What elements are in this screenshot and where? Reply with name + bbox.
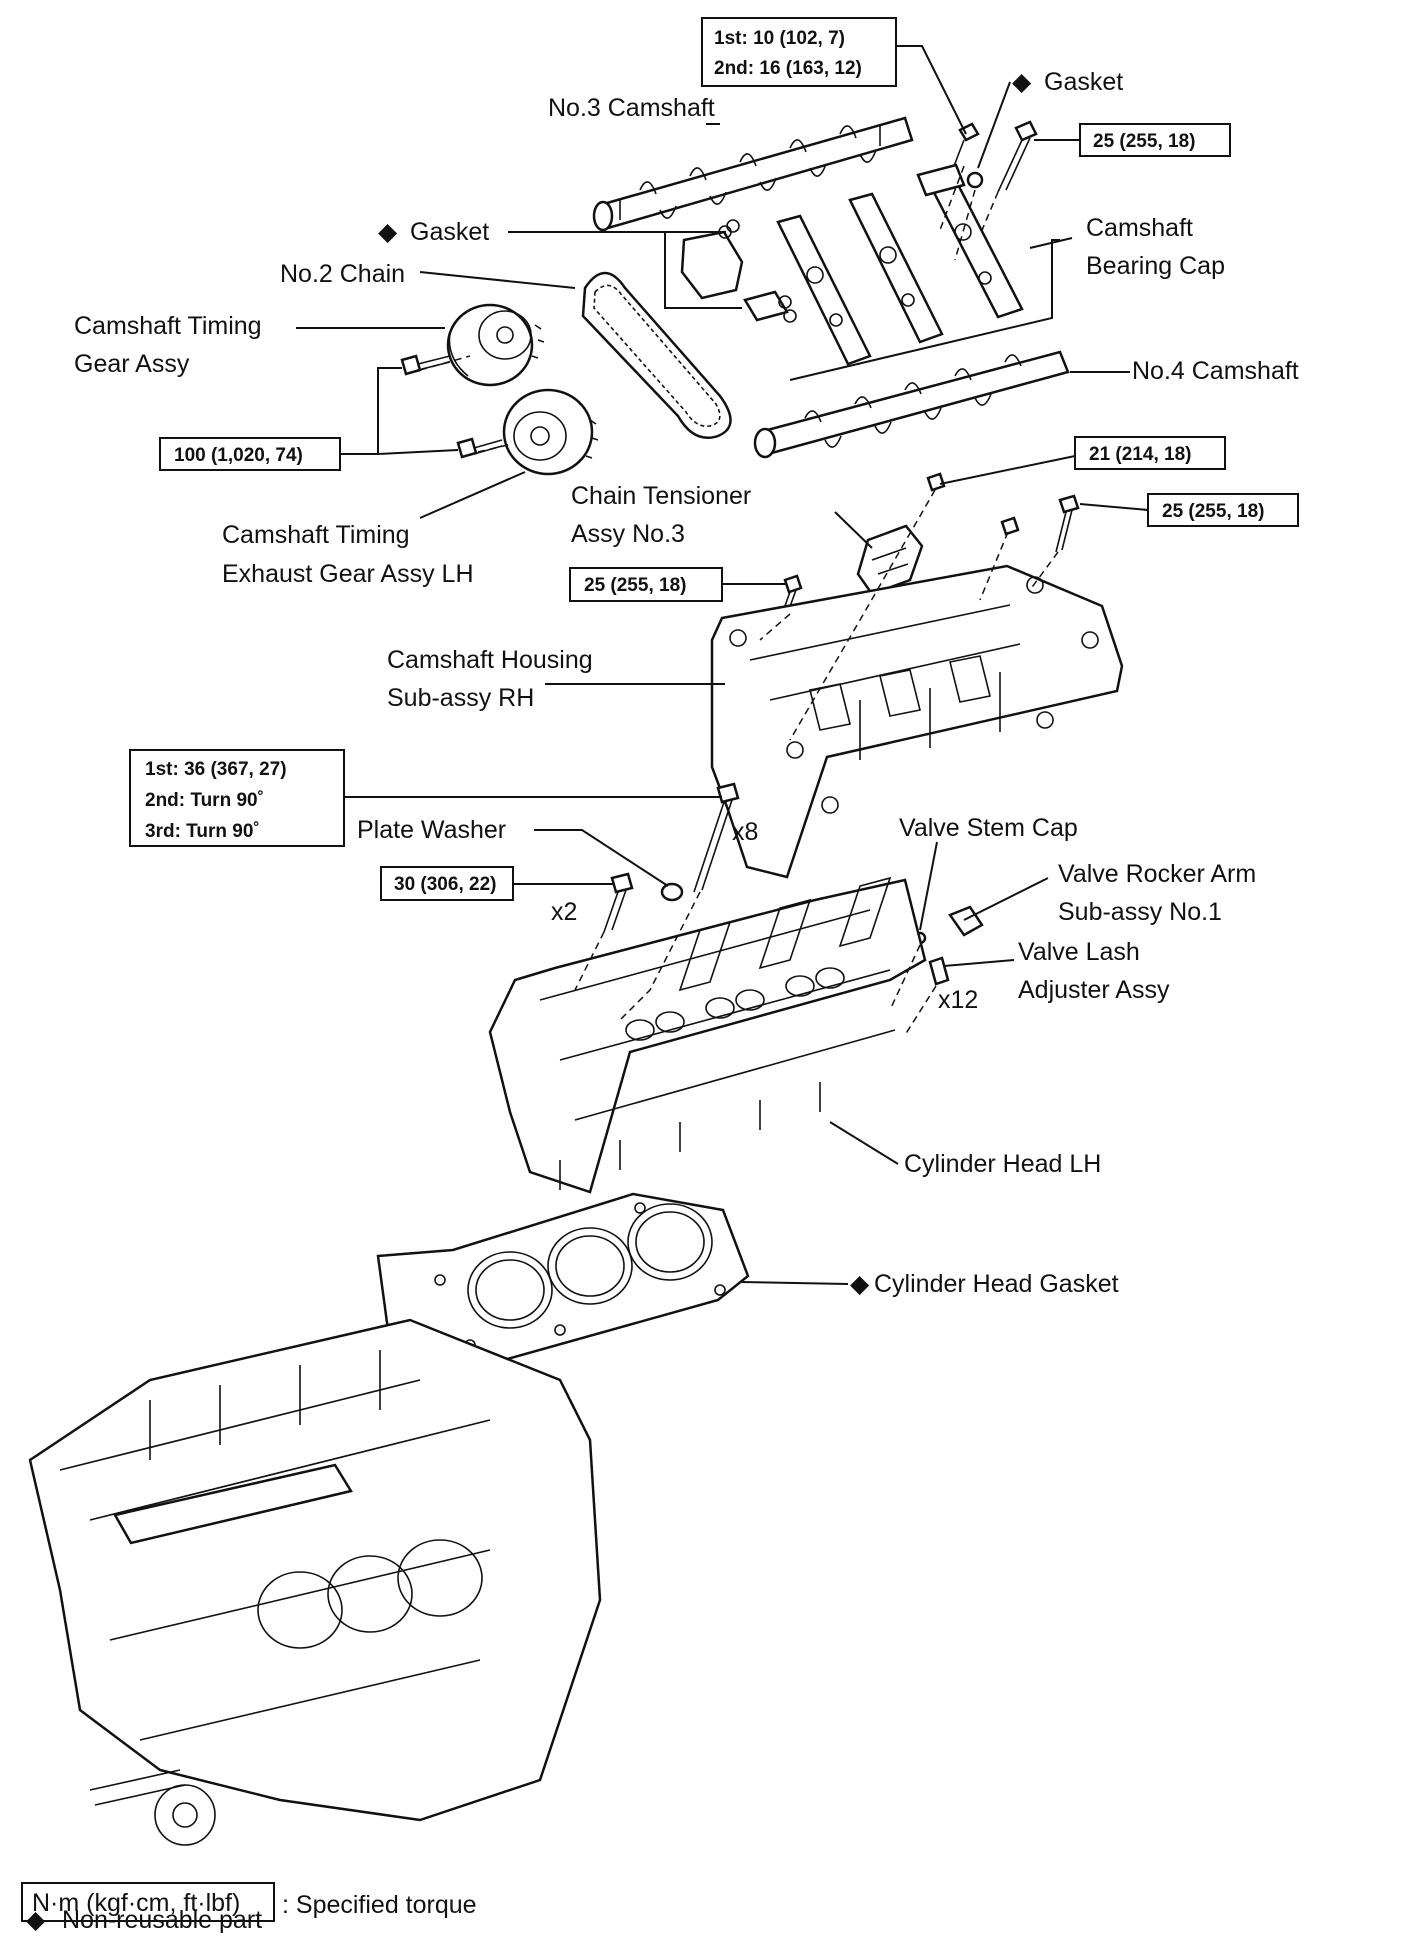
legend-torque-unit: N·m (kgf·cm, ft·lbf) [32, 1889, 240, 1917]
label-chain-tensioner-line1: Chain Tensioner [571, 482, 751, 510]
engine-block-part [28, 1318, 602, 1846]
head-bolts-part [603, 782, 740, 933]
label-valve-lash-line1: Valve Lash [1018, 938, 1140, 966]
leader-lines [296, 45, 1149, 1285]
part-labels: No.3 Camshaft ◆ Gasket ◆ Gasket No.2 Cha… [74, 68, 1299, 1298]
label-x8: x8 [732, 818, 758, 846]
cylinder-head-part [488, 876, 927, 1194]
torque-box-small-bolt [380, 866, 514, 901]
label-camshaft-housing-line2: Sub-assy RH [387, 684, 534, 712]
torque-housing-left: 25 (255, 18) [584, 575, 686, 596]
torque-box-housing-right [1147, 493, 1299, 527]
label-plate-washer: Plate Washer [357, 816, 506, 844]
label-exhaust-gear-line2: Exhaust Gear Assy LH [222, 560, 474, 588]
non-reusable-marker-gasket-top: ◆ [1012, 68, 1032, 96]
torque-housing-right: 25 (255, 18) [1162, 501, 1264, 522]
torque-head-bolt-2nd: 2nd: Turn 90˚ [145, 790, 264, 811]
torque-top-right: 25 (255, 18) [1093, 131, 1195, 152]
label-camshaft-housing-line1: Camshaft Housing [387, 646, 593, 674]
label-valve-rocker-arm-line2: Sub-assy No.1 [1058, 898, 1222, 926]
torque-box-timing-gear [159, 437, 341, 471]
no4-camshaft-part [753, 350, 1070, 459]
legend-torque-box [21, 1882, 275, 1922]
label-no3-camshaft: No.3 Camshaft [548, 94, 715, 122]
label-x2: x2 [551, 898, 577, 926]
torque-box-tensioner-bolt [1074, 436, 1226, 470]
top-bolts-part [953, 120, 1038, 193]
label-exhaust-gear-line1: Camshaft Timing [222, 521, 410, 549]
label-valve-rocker-arm-line1: Valve Rocker Arm [1058, 860, 1256, 888]
valve-parts [913, 905, 984, 986]
torque-box-top-right [1079, 123, 1231, 157]
label-no4-camshaft: No.4 Camshaft [1132, 357, 1299, 385]
label-gasket-top: Gasket [1044, 68, 1123, 96]
label-cylinder-head-lh: Cylinder Head LH [904, 1150, 1101, 1178]
torque-small-bolt: 30 (306, 22) [394, 874, 496, 895]
non-reusable-marker-gasket-mid: ◆ [378, 218, 398, 246]
timing-gear-bolts-part [400, 354, 503, 459]
legend-non-reusable-marker: ◆ [26, 1906, 46, 1934]
camshaft-bearing-caps-part [680, 163, 1024, 366]
torque-head-bolt-1st: 1st: 36 (367, 27) [145, 759, 287, 780]
torque-bearing-cap-1st: 1st: 10 (102, 7) [714, 28, 845, 49]
exhaust-gear-part [502, 388, 599, 476]
torque-timing-gear: 100 (1,020, 74) [174, 445, 303, 466]
label-camshaft-bearing-cap-line2: Bearing Cap [1086, 252, 1225, 280]
label-chain-tensioner-line2: Assy No.3 [571, 520, 685, 548]
legend-torque-desc: : Specified torque [282, 1891, 477, 1919]
torque-head-bolt-3rd: 3rd: Turn 90˚ [145, 821, 260, 842]
label-camshaft-bearing-cap-line1: Camshaft [1086, 214, 1193, 242]
torque-box-head-bolt [129, 749, 345, 847]
torque-box-housing-left [569, 567, 723, 602]
label-valve-stem-cap: Valve Stem Cap [899, 814, 1078, 842]
label-cylinder-head-gasket: Cylinder Head Gasket [874, 1270, 1119, 1298]
torque-box-bearing-cap [701, 17, 897, 87]
housing-bolts-part [781, 472, 1080, 615]
label-camshaft-timing-gear-line2: Gear Assy [74, 350, 190, 378]
torque-tensioner-bolt: 21 (214, 18) [1089, 444, 1191, 465]
legend: N·m (kgf·cm, ft·lbf) : Specified torque … [21, 1882, 477, 1934]
legend-non-reusable: Non-reusable part [62, 1906, 262, 1934]
non-reusable-marker-head-gasket: ◆ [850, 1270, 870, 1298]
chain-tensioner-part [856, 524, 924, 596]
label-no2-chain: No.2 Chain [280, 260, 405, 288]
torque-bearing-cap-2nd: 2nd: 16 (163, 12) [714, 58, 862, 79]
camshaft-timing-gear-part [446, 303, 545, 387]
alignment-lines [419, 165, 1059, 1036]
label-gasket-mid: Gasket [410, 218, 489, 246]
label-valve-lash-line2: Adjuster Assy [1018, 976, 1170, 1004]
no3-camshaft-part [592, 116, 914, 232]
label-x12: x12 [938, 986, 978, 1014]
label-camshaft-timing-gear-line1: Camshaft Timing [74, 312, 262, 340]
no2-chain-part [581, 271, 732, 439]
torque-boxes: 1st: 10 (102, 7) 2nd: 16 (163, 12) 25 (2… [129, 17, 1299, 901]
